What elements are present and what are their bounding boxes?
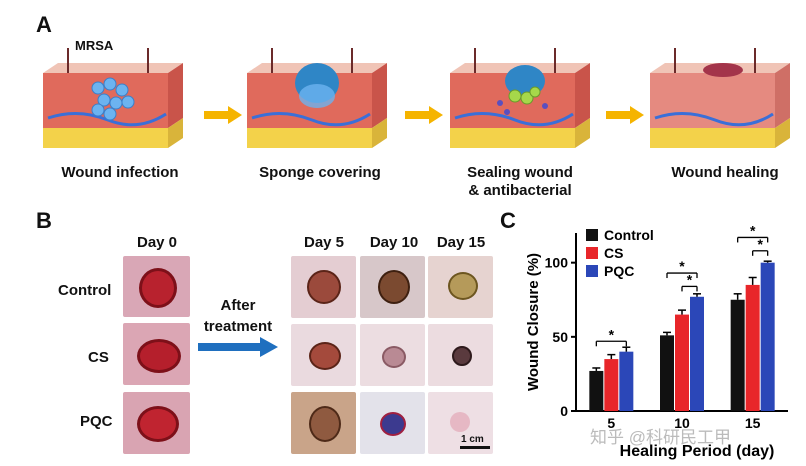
after-label: After bbox=[220, 297, 256, 314]
significance-star: * bbox=[609, 326, 615, 342]
tissue-infection-illustration bbox=[43, 48, 183, 148]
mrsa-label: MRSA bbox=[75, 38, 114, 53]
tissue-sealing-illustration bbox=[450, 48, 590, 148]
bar-cs-day15 bbox=[745, 284, 760, 411]
x-tick-label: 15 bbox=[745, 415, 761, 431]
bar-cs-day5 bbox=[604, 359, 619, 411]
significance-star: * bbox=[750, 222, 756, 238]
tissue-sponge-illustration bbox=[247, 48, 387, 148]
panel-a-letter: A bbox=[36, 12, 52, 37]
legend-swatch-cs bbox=[586, 247, 598, 259]
day15-label: Day 15 bbox=[436, 234, 486, 251]
caption-sponge-covering: Sponge covering bbox=[259, 164, 381, 181]
bar-cs-day10 bbox=[675, 314, 689, 411]
panel-c-letter: C bbox=[500, 208, 516, 233]
photo-pqc-day15 bbox=[428, 392, 493, 454]
bar-control-day5 bbox=[589, 370, 604, 411]
y-tick-label: 50 bbox=[552, 329, 568, 345]
row-label-control: Control bbox=[58, 282, 112, 299]
day10-label: Day 10 bbox=[369, 234, 419, 251]
photo-cs-day0 bbox=[123, 323, 190, 385]
tissue-healing-illustration bbox=[650, 48, 790, 148]
arrow-right-icon bbox=[204, 106, 242, 124]
bar-control-day10 bbox=[660, 335, 674, 411]
bar-pqc-day10 bbox=[690, 296, 704, 411]
panel-b-letter: B bbox=[36, 208, 52, 233]
legend-label-pqc: PQC bbox=[604, 263, 634, 279]
bar-control-day15 bbox=[730, 299, 745, 411]
legend-label-control: Control bbox=[604, 227, 654, 243]
day0-label: Day 0 bbox=[136, 234, 178, 251]
y-axis-label: Wound Closure (%) bbox=[525, 253, 542, 391]
photo-cs-day5 bbox=[291, 324, 356, 386]
caption-wound-healing: Wound healing bbox=[671, 164, 779, 181]
x-tick-label: 5 bbox=[607, 415, 615, 431]
photo-control-day5 bbox=[291, 256, 356, 318]
day5-label: Day 5 bbox=[303, 234, 345, 251]
treatment-label: treatment bbox=[203, 318, 273, 335]
legend-swatch-pqc bbox=[586, 265, 598, 277]
photo-pqc-day0 bbox=[123, 392, 190, 454]
legend-label-cs: CS bbox=[604, 245, 623, 261]
arrow-right-icon bbox=[606, 106, 644, 124]
x-axis-label: Healing Period (day) bbox=[620, 443, 775, 460]
photo-pqc-day5 bbox=[291, 392, 356, 454]
significance-star: * bbox=[757, 236, 763, 252]
y-tick-label: 100 bbox=[545, 255, 569, 271]
photo-control-day0 bbox=[123, 256, 190, 317]
watermark: 知乎 @科研民工甲 bbox=[590, 428, 731, 447]
photo-control-day15 bbox=[428, 256, 493, 318]
significance-star: * bbox=[679, 258, 685, 274]
significance-star: * bbox=[687, 271, 693, 287]
arrow-right-icon bbox=[198, 337, 278, 357]
row-label-pqc: PQC bbox=[80, 413, 113, 430]
bar-pqc-day15 bbox=[760, 262, 775, 411]
scale-bar bbox=[460, 446, 490, 449]
legend-swatch-control bbox=[586, 229, 598, 241]
photo-control-day10 bbox=[360, 256, 425, 318]
caption-wound-infection: Wound infection bbox=[61, 164, 179, 181]
arrow-right-icon bbox=[405, 106, 443, 124]
photo-cs-day15 bbox=[428, 324, 493, 386]
row-label-cs: CS bbox=[88, 349, 109, 366]
bar-pqc-day5 bbox=[619, 351, 634, 411]
x-tick-label: 10 bbox=[674, 415, 690, 431]
photo-pqc-day10 bbox=[360, 392, 425, 454]
photo-cs-day10 bbox=[360, 324, 425, 386]
scale-bar-label: 1 cm bbox=[461, 434, 484, 445]
caption-sealing-wound: Sealing wound & antibacterial bbox=[467, 164, 573, 199]
y-tick-label: 0 bbox=[560, 403, 568, 419]
